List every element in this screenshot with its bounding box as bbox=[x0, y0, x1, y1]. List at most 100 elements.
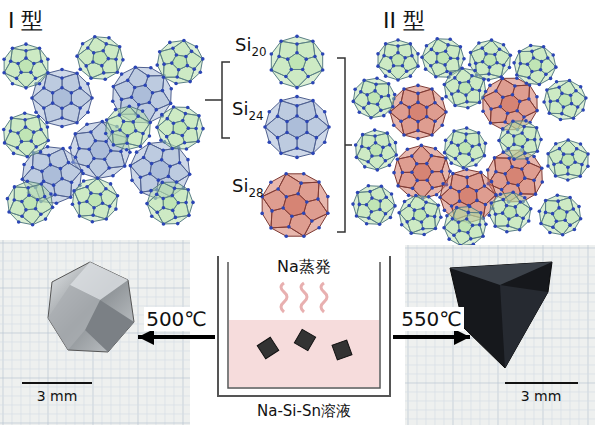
polyhedron-face bbox=[557, 93, 571, 107]
si-atom bbox=[195, 45, 199, 49]
si-atom bbox=[409, 42, 413, 46]
si-atom bbox=[285, 131, 289, 135]
si-atom bbox=[523, 196, 527, 200]
polyhedron-face bbox=[173, 121, 188, 136]
si-atom bbox=[356, 191, 360, 195]
si-atom bbox=[421, 207, 425, 211]
polyhedron-face bbox=[381, 145, 397, 161]
si-atom bbox=[425, 105, 429, 109]
si-atom bbox=[430, 133, 434, 137]
si-atom bbox=[60, 177, 64, 181]
grid-line bbox=[0, 387, 190, 388]
si-atom bbox=[471, 145, 475, 149]
si-atom bbox=[457, 190, 461, 194]
si-atom bbox=[31, 166, 35, 170]
si-atom bbox=[96, 176, 100, 180]
grid-line bbox=[0, 405, 190, 406]
si-atom bbox=[453, 76, 457, 80]
si-atom bbox=[74, 155, 78, 159]
si-atom bbox=[147, 142, 151, 146]
si-atom bbox=[556, 193, 560, 197]
polyhedron-face bbox=[5, 131, 22, 148]
si-atom bbox=[370, 210, 374, 214]
grid-line bbox=[147, 240, 148, 425]
si-atom bbox=[172, 105, 176, 109]
si-atom bbox=[20, 200, 24, 204]
si-atom bbox=[407, 204, 411, 208]
si-atom bbox=[499, 75, 503, 79]
polyhedron-face bbox=[431, 39, 448, 54]
si-atom bbox=[487, 72, 491, 76]
si-atom bbox=[395, 153, 399, 157]
si-atom bbox=[394, 141, 398, 145]
polyhedron-face bbox=[444, 219, 459, 235]
si-atom bbox=[526, 62, 530, 66]
si-atom bbox=[379, 199, 383, 203]
si-atom bbox=[187, 214, 191, 218]
si-atom bbox=[295, 114, 299, 118]
polyhedron-face bbox=[22, 195, 38, 210]
si-atom bbox=[137, 103, 141, 107]
si-atom bbox=[285, 120, 289, 124]
si-atom bbox=[501, 211, 505, 215]
si-atom bbox=[40, 59, 44, 63]
si-atom bbox=[141, 132, 145, 136]
grid-line bbox=[405, 248, 595, 249]
si-atom bbox=[181, 119, 185, 123]
si-atom bbox=[160, 113, 164, 117]
si-atom bbox=[378, 208, 382, 212]
polyhedron-face bbox=[515, 202, 530, 218]
si-atom bbox=[267, 110, 271, 114]
si-atom bbox=[477, 143, 481, 147]
si-atom bbox=[175, 53, 179, 57]
si-atom bbox=[568, 79, 572, 83]
si-atom bbox=[488, 65, 492, 69]
si-atom bbox=[295, 146, 299, 150]
si-atom bbox=[415, 162, 419, 166]
si-atom bbox=[91, 213, 95, 217]
grid-line bbox=[0, 252, 190, 253]
si-atom bbox=[34, 207, 38, 211]
si-atom bbox=[373, 89, 377, 93]
si-atom bbox=[441, 182, 445, 186]
si-atom bbox=[326, 212, 330, 216]
si-atom bbox=[32, 62, 36, 66]
si-atom bbox=[435, 193, 439, 197]
si-atom bbox=[445, 214, 449, 218]
si-atom bbox=[456, 89, 460, 93]
si-atom bbox=[396, 157, 400, 161]
si-atom bbox=[295, 95, 299, 99]
si-atom bbox=[82, 179, 86, 183]
si-atom bbox=[121, 58, 125, 62]
si-atom bbox=[451, 217, 455, 221]
si-atom bbox=[393, 93, 397, 97]
si-atom bbox=[170, 61, 174, 65]
si-atom bbox=[116, 194, 120, 198]
polyhedron-face bbox=[128, 67, 148, 87]
si-atom bbox=[450, 92, 454, 96]
si-atom bbox=[542, 100, 546, 104]
crystal-facet bbox=[48, 285, 100, 350]
si-atom bbox=[416, 92, 420, 96]
si-atom bbox=[182, 39, 186, 43]
si-atom bbox=[477, 41, 481, 45]
si-atom bbox=[486, 168, 490, 172]
si-atom bbox=[551, 212, 555, 216]
si-atom bbox=[125, 148, 129, 152]
si-atom bbox=[473, 69, 477, 73]
si-atom bbox=[403, 56, 407, 60]
si-atom bbox=[148, 121, 152, 125]
polyhedron-face bbox=[409, 102, 426, 121]
si-atom bbox=[12, 198, 16, 202]
si-atom bbox=[466, 106, 470, 110]
si-atom bbox=[484, 203, 488, 207]
si-atom bbox=[444, 95, 448, 99]
crystal-facet bbox=[450, 262, 552, 285]
polyhedron bbox=[145, 180, 195, 226]
si-atom bbox=[435, 60, 439, 64]
si-atom bbox=[295, 156, 299, 160]
si-atom bbox=[174, 216, 178, 220]
si-atom bbox=[443, 151, 447, 155]
si-atom bbox=[525, 157, 529, 161]
si-atom bbox=[489, 121, 493, 125]
